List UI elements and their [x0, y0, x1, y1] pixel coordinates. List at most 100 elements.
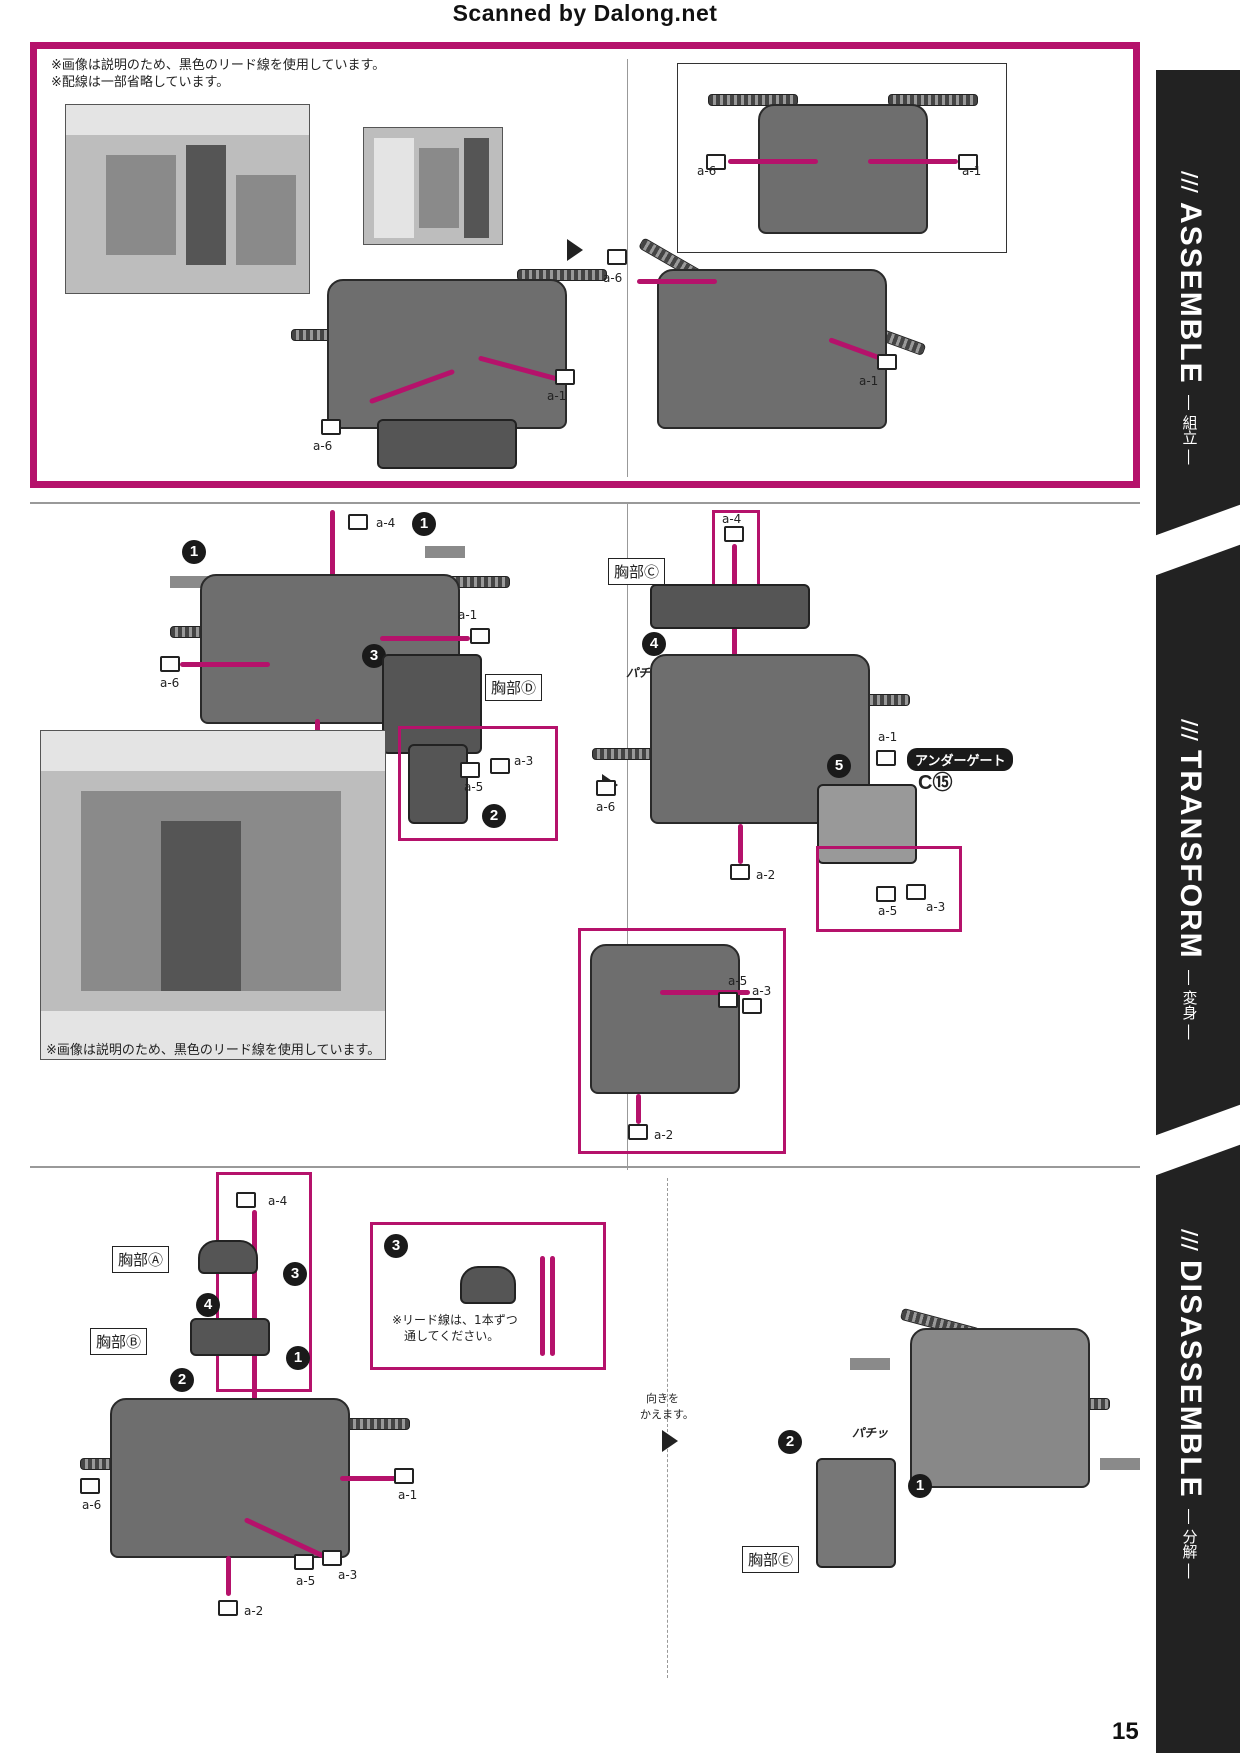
chest-assembly-back — [910, 1328, 1090, 1488]
step-1: 1 — [286, 1346, 310, 1370]
connector-a6 — [321, 419, 341, 435]
connector-a1 — [470, 628, 490, 644]
connector-a2-detail — [628, 1124, 648, 1140]
turn-arrow — [662, 1430, 678, 1452]
assemble-jp: ― 組立 ― — [1180, 394, 1199, 465]
step-1-left: 1 — [182, 540, 206, 564]
stripes-icon: /// — [1177, 719, 1202, 741]
connector-a3-detail — [742, 998, 762, 1014]
connector-a1 — [394, 1468, 414, 1484]
highlight-a4-column — [216, 1172, 312, 1392]
chest-a-label: 胸部Ⓐ — [112, 1246, 170, 1273]
photo-note: ※画像は説明のため、黒色のリード線を使用しています。 — [46, 1043, 381, 1058]
photo-inset-right — [363, 127, 503, 245]
connector-a2-r — [730, 864, 750, 880]
step-1-right: 1 — [412, 512, 436, 536]
step-2: 2 — [170, 1368, 194, 1392]
transform-title: TRANSFORM — [1174, 750, 1207, 960]
chest-c-label: 胸部Ⓒ — [608, 558, 666, 585]
panel-chest-abe: a-4 胸部Ⓐ 3 4 胸部Ⓑ 1 2 a-6 a-1 a-5 a-3 a-2 … — [30, 1172, 1140, 1678]
sidebar-disassemble: /// DISASSEMBLE ― 分解 ― — [1162, 1228, 1218, 1578]
disassemble-title: DISASSEMBLE — [1174, 1260, 1207, 1499]
panel-divider — [667, 1178, 668, 1678]
label-a6: a-6 — [313, 439, 333, 453]
label-a5: a-5 — [464, 780, 484, 794]
label-a1-rot: a-1 — [859, 374, 879, 388]
panel-chest-cd: 1 1 a-4 a-6 a-1 a-2 3 胸部Ⓓ a-5 a-3 2 ※画像は… — [30, 502, 1140, 1170]
photo-inset-left — [65, 104, 310, 294]
transform-jp: ― 変身 ― — [1180, 969, 1199, 1040]
under-gate-badge: アンダーゲート — [907, 748, 1014, 771]
step-4: 4 — [196, 1293, 220, 1317]
connector-a1-rot — [877, 354, 897, 370]
label-a1-inset: a-1 — [962, 164, 982, 178]
connector-a3-r — [906, 884, 926, 900]
snap-sound-e: パチッ — [852, 1426, 889, 1440]
connector-a6-r — [596, 780, 616, 796]
chest-part-c — [650, 584, 810, 629]
chest-part-e — [816, 1458, 896, 1568]
sidebar-assemble: /// ASSEMBLE ― 組立 ― — [1162, 170, 1218, 464]
connector-a2 — [218, 1600, 238, 1616]
label-a1: a-1 — [458, 608, 478, 622]
label-a5: a-5 — [296, 1574, 316, 1588]
label-a3-detail: a-3 — [752, 984, 772, 998]
watermark: Scanned by Dalong.net — [452, 0, 718, 26]
chest-d-label: 胸部Ⓓ — [485, 674, 543, 701]
connector-a4-r — [724, 526, 744, 542]
chest-b-label: 胸部Ⓑ — [90, 1328, 148, 1355]
label-a2-r: a-2 — [756, 868, 776, 882]
photo-wiring — [40, 730, 386, 1060]
connector-a6 — [160, 656, 180, 672]
highlight-a3-a5 — [816, 846, 962, 932]
step-5: 5 — [827, 754, 851, 778]
label-a6: a-6 — [160, 676, 180, 690]
connector-a4 — [236, 1192, 256, 1208]
highlight-detail-view — [578, 928, 786, 1154]
note-black-lead: ※画像は説明のため、黒色のリード線を使用しています。 — [51, 58, 386, 73]
connector-a4 — [348, 514, 368, 530]
step-2: 2 — [482, 804, 506, 828]
panel-divider — [627, 504, 628, 1170]
label-a6-inset: a-6 — [697, 164, 717, 178]
label-a4-r: a-4 — [722, 512, 742, 526]
next-arrow — [567, 239, 583, 261]
label-a4: a-4 — [376, 516, 396, 530]
stripes-icon: /// — [1177, 1229, 1202, 1251]
label-a2-detail: a-2 — [654, 1128, 674, 1142]
chest-base — [377, 419, 517, 469]
label-a1: a-1 — [547, 389, 567, 403]
label-a6: a-6 — [82, 1498, 102, 1512]
stripes-icon: /// — [1177, 171, 1202, 193]
page-number: 15 — [1112, 1718, 1139, 1745]
chest-assembly — [327, 279, 567, 429]
connector-a1 — [555, 369, 575, 385]
connector-a6-rot — [607, 249, 627, 265]
detail-chest — [590, 944, 740, 1094]
connector-a5 — [294, 1554, 314, 1570]
highlight-lower-d — [398, 726, 558, 841]
note-wiring-omitted: ※配線は一部省略しています。 — [51, 75, 230, 90]
connector-a6 — [80, 1478, 100, 1494]
label-a3: a-3 — [514, 754, 534, 768]
label-a3: a-3 — [338, 1568, 358, 1582]
step-2-e: 2 — [778, 1430, 802, 1454]
connector-a5-detail — [718, 992, 738, 1008]
inset-top-view — [677, 63, 1007, 253]
label-a5-r: a-5 — [878, 904, 898, 918]
connector-a5 — [460, 762, 480, 778]
highlight-wire-note — [370, 1222, 606, 1370]
sidebar-transform: /// TRANSFORM ― 変身 ― — [1162, 718, 1218, 1039]
label-a6-rot: a-6 — [603, 271, 623, 285]
step-4: 4 — [642, 632, 666, 656]
step-3-box: 3 — [384, 1234, 408, 1258]
chest-part-b — [190, 1318, 270, 1356]
label-a1: a-1 — [398, 1488, 418, 1502]
turn-note-1: 向きを — [646, 1392, 679, 1405]
wire-note-2: 通してください。 — [404, 1329, 500, 1343]
step-1-e: 1 — [908, 1474, 932, 1498]
label-a1-r: a-1 — [878, 730, 898, 744]
step-3: 3 — [283, 1262, 307, 1286]
chest-part-front — [817, 784, 917, 864]
chest-e-label: 胸部Ⓔ — [742, 1546, 800, 1573]
